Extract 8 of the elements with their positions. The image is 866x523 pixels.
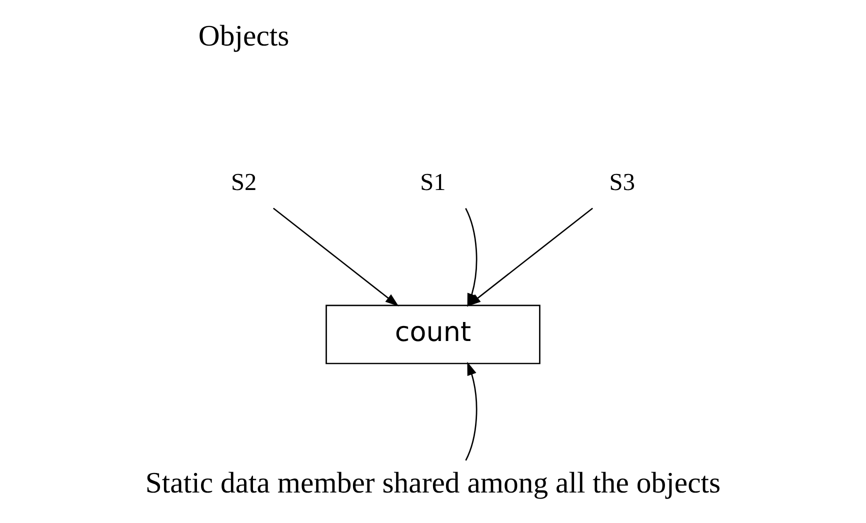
node-text: S3 bbox=[609, 168, 635, 196]
node-box: count bbox=[326, 304, 540, 364]
arrow bbox=[465, 362, 478, 461]
node-text: S2 bbox=[231, 168, 257, 196]
label: Objects bbox=[198, 20, 290, 52]
node-text: Static data member shared among all the objects bbox=[145, 468, 721, 500]
arrow bbox=[272, 208, 399, 306]
node-text: S1 bbox=[420, 168, 446, 196]
